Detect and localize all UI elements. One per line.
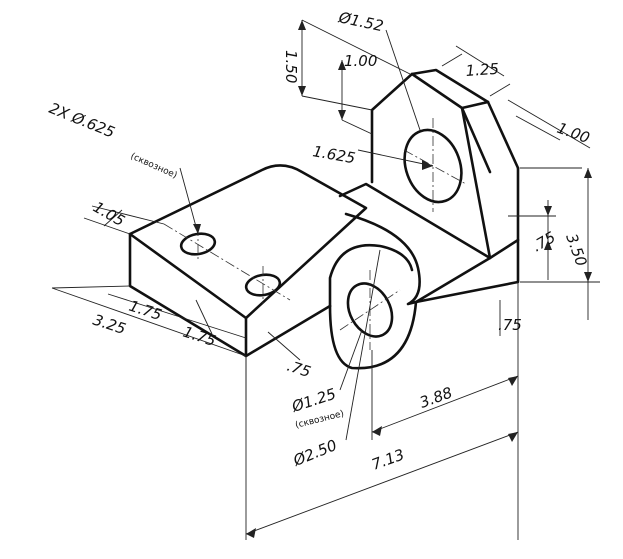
upright-hole <box>403 128 463 204</box>
base-hole-1 <box>179 232 217 256</box>
bottom-block-front <box>414 166 520 304</box>
dim-1-75-b: 1.75 <box>181 323 218 350</box>
dim-1-50: 1.50 <box>282 50 300 83</box>
note-holes: 2X Ø.625 <box>47 99 118 142</box>
dimension-labels: Ø1.52 1.50 1.00 1.25 1.00 1.625 2X Ø.625… <box>47 8 593 474</box>
bottom-block-edge <box>488 238 520 260</box>
dim-3-25: 3.25 <box>91 311 128 338</box>
arrowheads <box>193 20 592 538</box>
cylinder-outline <box>328 212 421 370</box>
dim-1-00-vertical: 1.00 <box>344 52 377 70</box>
upright-inner-edge <box>460 106 492 174</box>
bottom-block-top <box>338 182 492 304</box>
dim-1-00: 1.00 <box>555 119 593 147</box>
dim-1-25: 1.25 <box>465 60 500 80</box>
dim-0-75-right-bottom: .75 <box>498 316 522 334</box>
dim-1-625: 1.625 <box>311 142 356 167</box>
base-plate-side <box>244 304 332 358</box>
note-holes-through: (сквозное) <box>129 152 179 181</box>
dim-3-50: 3.50 <box>562 231 590 269</box>
dim-dia-1-52: Ø1.52 <box>336 8 385 35</box>
dim-7-13: 7.13 <box>369 445 407 473</box>
base-plate-front <box>128 232 248 358</box>
cylinder-hole <box>346 282 394 338</box>
upright-side <box>486 100 520 170</box>
upright-top <box>410 68 490 110</box>
center-lines <box>163 118 467 350</box>
base-plate-top <box>128 164 368 320</box>
base-hole-2 <box>244 273 282 297</box>
dim-1-75-a: 1.75 <box>127 297 164 324</box>
cylinder-top-arc <box>328 243 414 308</box>
dim-1-05: 1.05 <box>90 198 128 230</box>
dim-dia-2-50: Ø2.50 <box>290 436 340 470</box>
dim-0-75-left: .75 <box>285 357 313 381</box>
dim-0-75-right-top: .75 <box>529 228 559 256</box>
